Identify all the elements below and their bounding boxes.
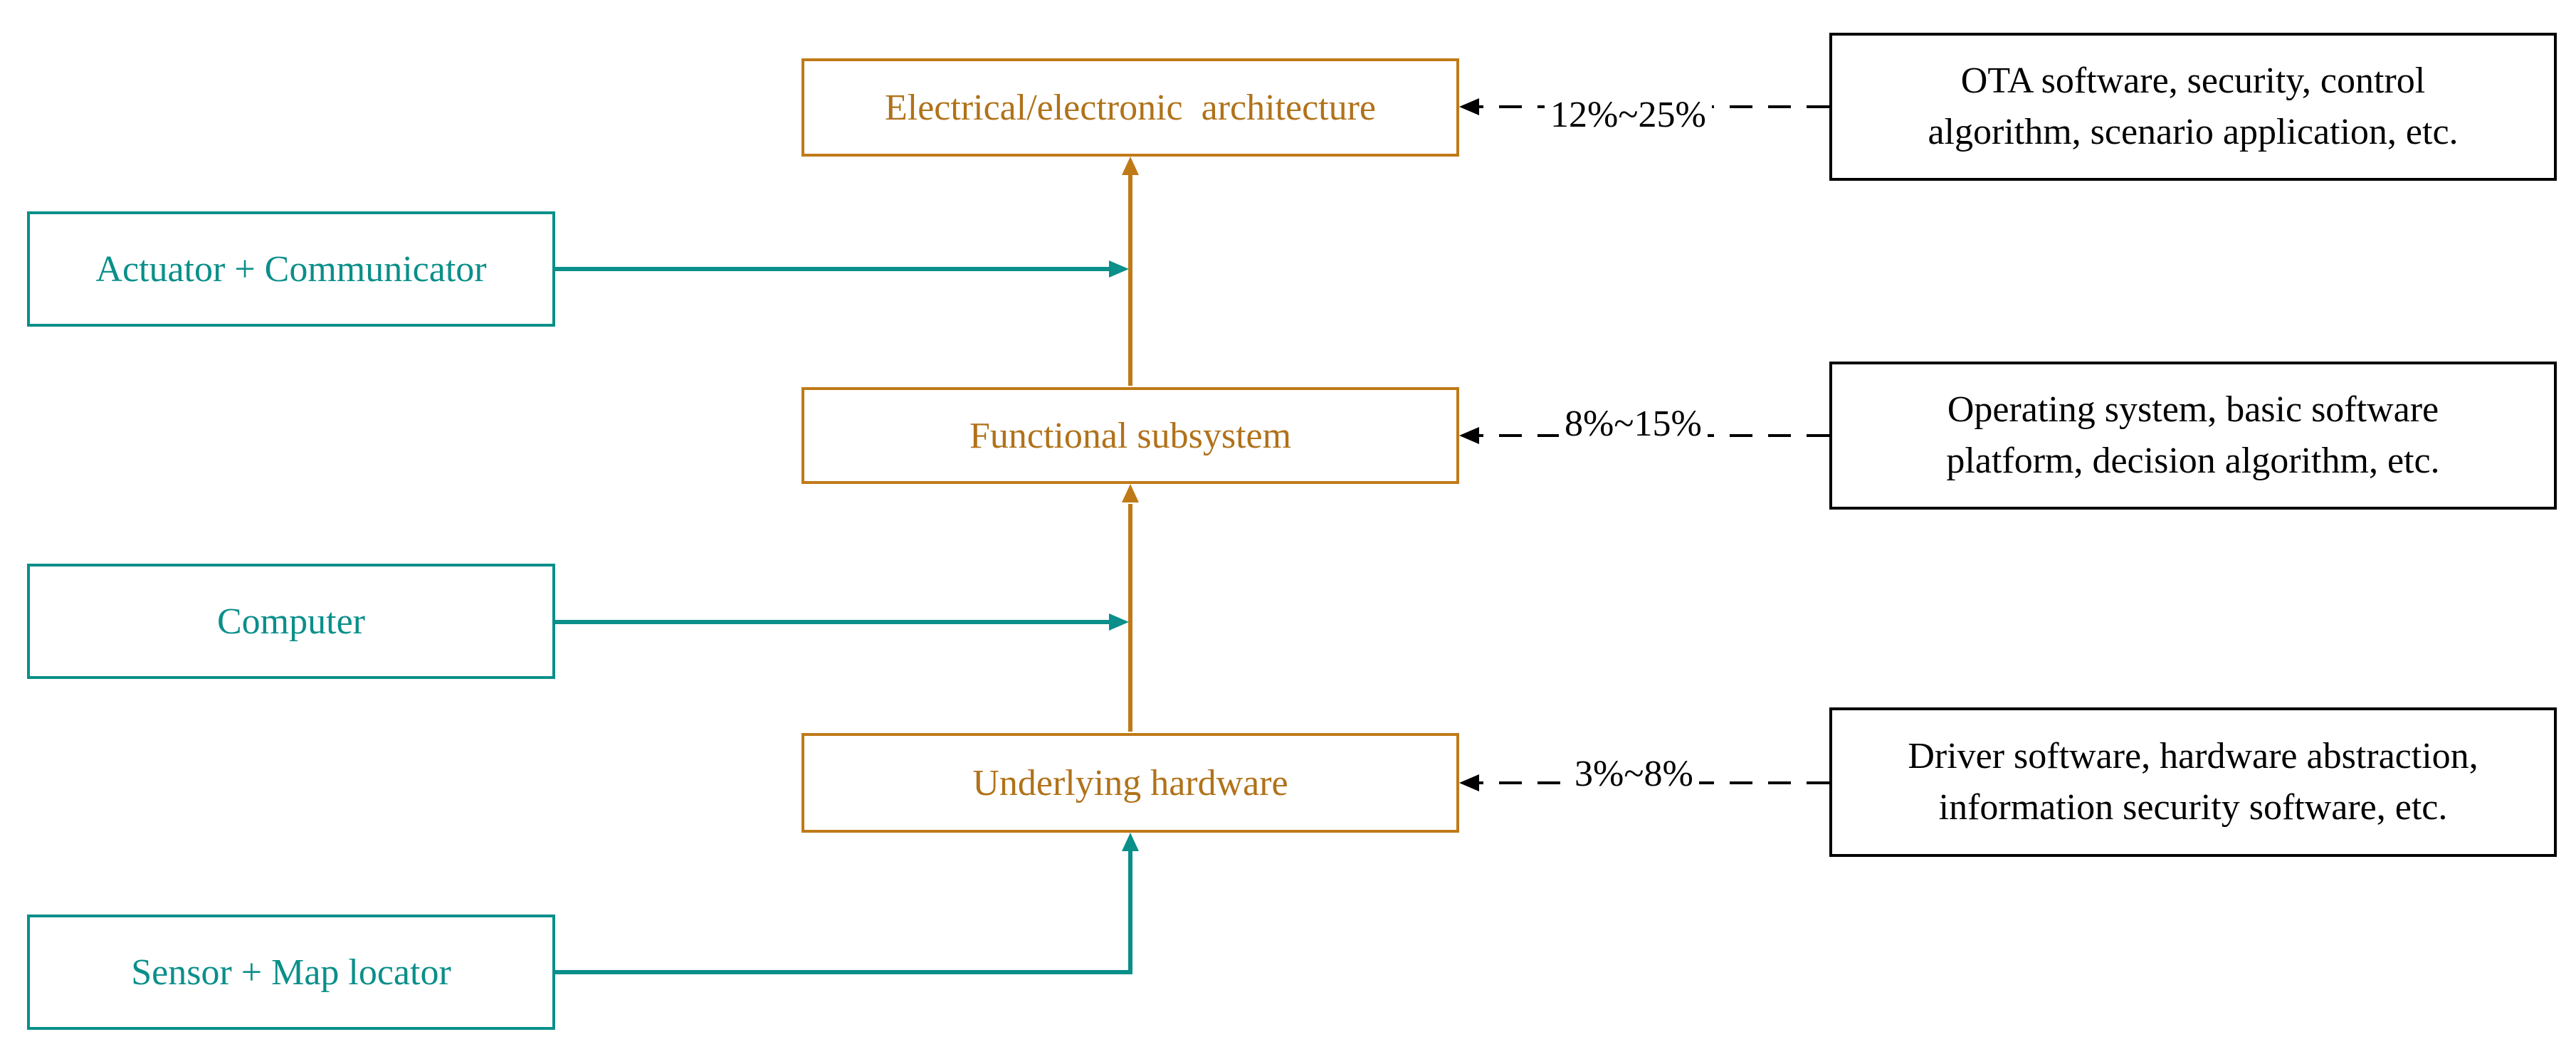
software-box-hardware: Driver software, hardware abstraction, i… <box>1829 707 2557 857</box>
underlying-hardware-box: Underlying hardware <box>801 733 1459 833</box>
software-subsystem-line1: Operating system, basic software <box>1947 389 2439 430</box>
software-architecture-line1: OTA software, security, control <box>1960 60 2426 101</box>
software-box-architecture: OTA software, security, control algorith… <box>1829 33 2557 181</box>
arrow-actuator-to-main <box>555 260 1129 278</box>
functional-subsystem-box: Functional subsystem <box>801 387 1459 484</box>
functional-subsystem-label: Functional subsystem <box>969 415 1292 456</box>
sensor-map-locator-label: Sensor + Map locator <box>131 952 451 993</box>
computer-label: Computer <box>217 601 365 642</box>
software-hardware-line2: information security software, etc. <box>1938 787 2448 828</box>
actuator-communicator-box: Actuator + Communicator <box>27 211 555 327</box>
arrow-hardware-to-subsystem <box>1122 484 1139 732</box>
computer-box: Computer <box>27 564 555 679</box>
software-subsystem-line2: platform, decision algorithm, etc. <box>1946 441 2440 481</box>
ee-architecture-label: Electrical/electronic architecture <box>885 87 1376 128</box>
software-box-subsystem: Operating system, basic software platfor… <box>1829 362 2557 510</box>
underlying-hardware-label: Underlying hardware <box>972 762 1288 804</box>
percentage-architecture: 12%~25% <box>1545 94 1712 136</box>
software-architecture-line2: algorithm, scenario application, etc. <box>1928 112 2459 152</box>
percentage-subsystem: 8%~15% <box>1559 403 1708 445</box>
sensor-map-locator-box: Sensor + Map locator <box>27 915 555 1030</box>
actuator-communicator-label: Actuator + Communicator <box>95 248 487 290</box>
arrow-sensor-to-hardware <box>555 833 1139 974</box>
software-hardware-line1: Driver software, hardware abstraction, <box>1908 736 2478 776</box>
percentage-hardware: 3%~8% <box>1569 753 1699 795</box>
ee-architecture-box: Electrical/electronic architecture <box>801 58 1459 157</box>
arrow-subsystem-to-architecture <box>1122 157 1139 386</box>
arrow-computer-to-main <box>555 613 1129 631</box>
